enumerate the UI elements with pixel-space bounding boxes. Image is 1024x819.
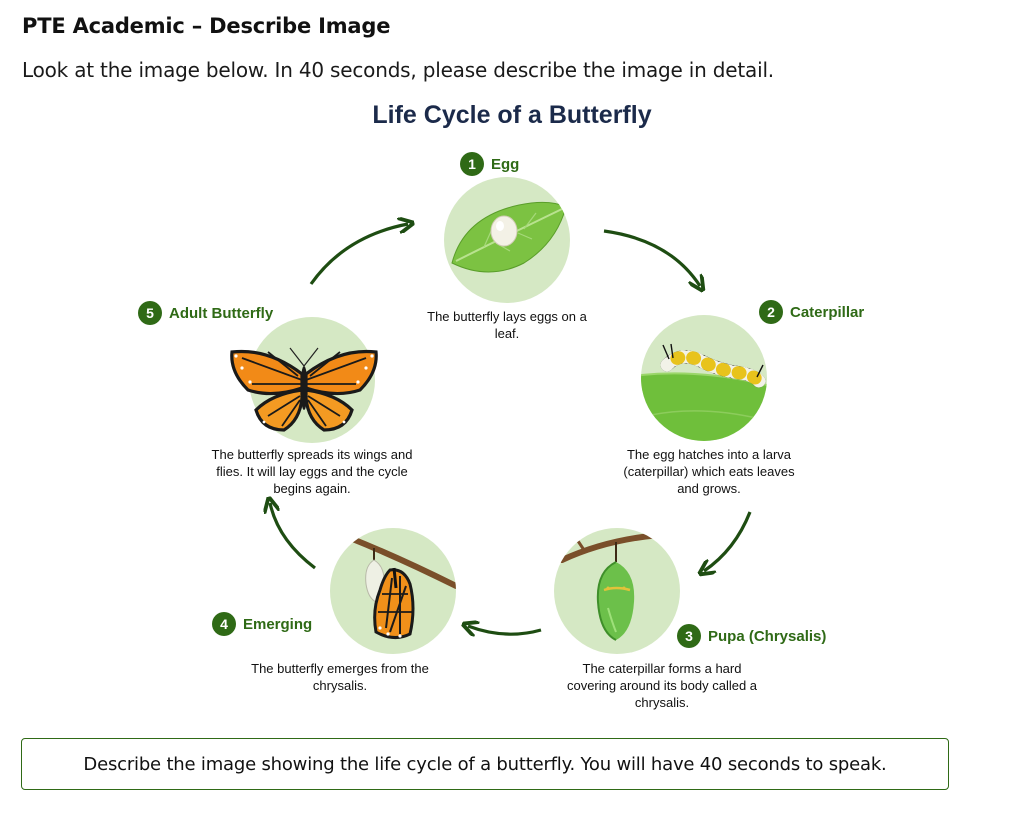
diagram-title: Life Cycle of a Butterfly [372, 101, 652, 129]
stage-pupa-header: 3 Pupa (Chrysalis) [677, 624, 826, 648]
stage-description: The egg hatches into a larva (caterpilla… [623, 447, 795, 496]
stage-adult-header: 5 Adult Butterfly [138, 301, 273, 325]
task-prompt-text: Describe the image showing the life cycl… [83, 753, 887, 775]
caterpillar-icon [641, 315, 767, 441]
stage-number-badge: 2 [759, 300, 783, 324]
stage-description: The butterfly emerges from the chrysalis… [251, 661, 429, 693]
stage-label: Egg [491, 155, 520, 173]
task-prompt-box: Describe the image showing the life cycl… [21, 738, 949, 790]
stage-label: Adult Butterfly [169, 304, 274, 322]
stage-number-badge: 4 [212, 612, 236, 636]
stage-label: Pupa (Chrysalis) [708, 627, 827, 645]
page-heading: PTE Academic – Describe Image [22, 14, 391, 38]
stage-number-badge: 5 [138, 301, 162, 325]
stage-caterpillar-header: 2 Caterpillar [759, 300, 864, 324]
stage-description: The caterpillar forms a hard covering ar… [566, 661, 758, 710]
instruction-text: Look at the image below. In 40 seconds, … [22, 58, 774, 82]
emerging-butterfly-icon [330, 528, 456, 654]
stage-number-badge: 1 [460, 152, 484, 176]
arrow-egg-to-caterpillar [603, 229, 700, 286]
arrow-emerging-to-adult [270, 503, 316, 570]
stage-number-badge: 3 [677, 624, 701, 648]
arrow-pupa-to-emerging [468, 626, 542, 634]
stage-description: The butterfly lays eggs on a leaf. [427, 309, 587, 341]
chrysalis-icon [554, 528, 680, 654]
stage-emerging-header: 4 Emerging [212, 612, 312, 636]
stage-egg-header: 1 Egg [460, 152, 519, 176]
stage-label: Caterpillar [790, 303, 865, 321]
stage-label: Emerging [243, 615, 313, 633]
egg-on-leaf-icon [444, 177, 570, 303]
arrow-adult-to-egg [309, 224, 408, 285]
monarch-butterfly-icon [230, 347, 378, 432]
arrow-caterpillar-to-pupa [704, 511, 752, 571]
stage-description: The butterfly spreads its wings and flie… [211, 447, 413, 496]
